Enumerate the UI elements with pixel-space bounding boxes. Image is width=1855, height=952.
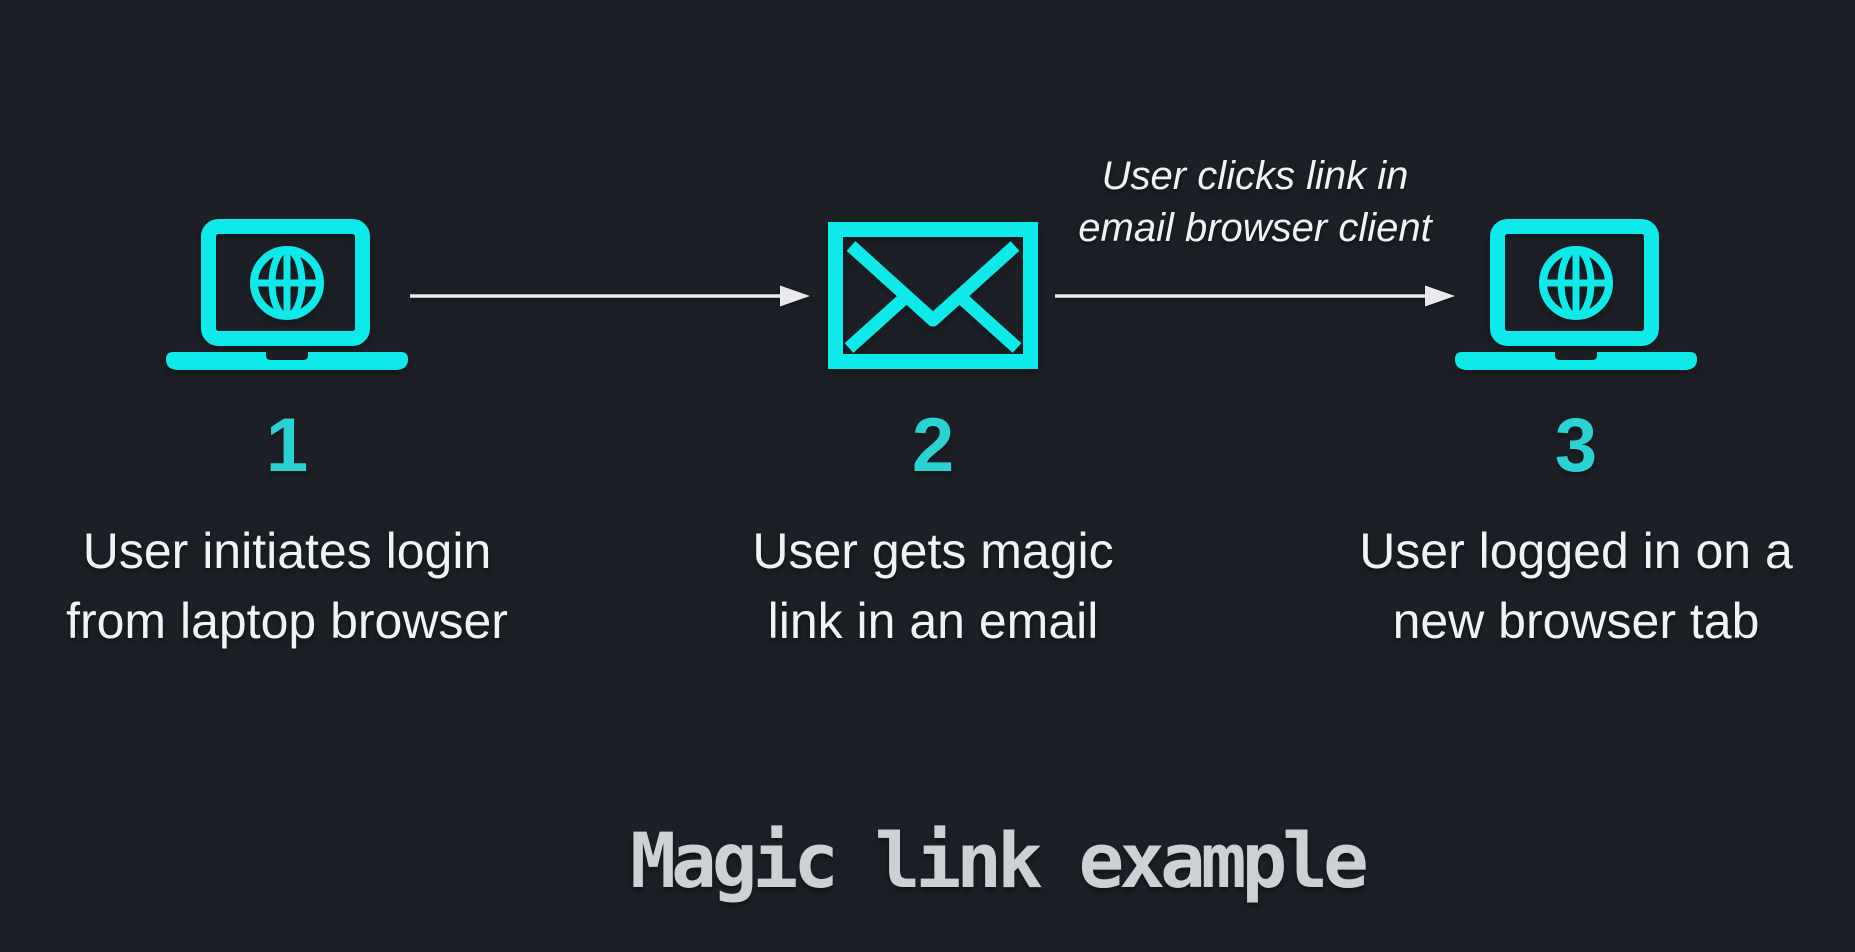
arrow-annotation: User clicks link in email browser client (955, 150, 1555, 254)
flow-arrow-step2-to-step3 (1055, 285, 1455, 307)
diagram-title: Magic link example (630, 816, 1369, 905)
step-caption-1-line2: from laptop browser (66, 593, 508, 649)
step-caption-2: User gets magic link in an email (633, 516, 1233, 656)
laptop-globe-icon (1455, 219, 1697, 370)
laptop-globe-icon (166, 219, 408, 370)
step-number-3: 3 (1554, 403, 1598, 488)
step-caption-3-line1: User logged in on a (1359, 523, 1793, 579)
step-caption-2-line2: link in an email (767, 593, 1099, 649)
step-caption-1-line1: User initiates login (82, 523, 492, 579)
flow-arrow-step1-to-step2 (410, 285, 810, 307)
arrow-annotation-line2: email browser client (1078, 206, 1432, 250)
step-caption-3: User logged in on a new browser tab (1276, 516, 1855, 656)
step-caption-1: User initiates login from laptop browser (0, 516, 587, 656)
envelope-icon (828, 222, 1038, 369)
step-number-1: 1 (265, 403, 309, 488)
arrow-annotation-line1: User clicks link in (1101, 154, 1409, 198)
step-caption-2-line1: User gets magic (752, 523, 1114, 579)
step-number-2: 2 (911, 403, 955, 488)
step-caption-3-line2: new browser tab (1392, 593, 1760, 649)
